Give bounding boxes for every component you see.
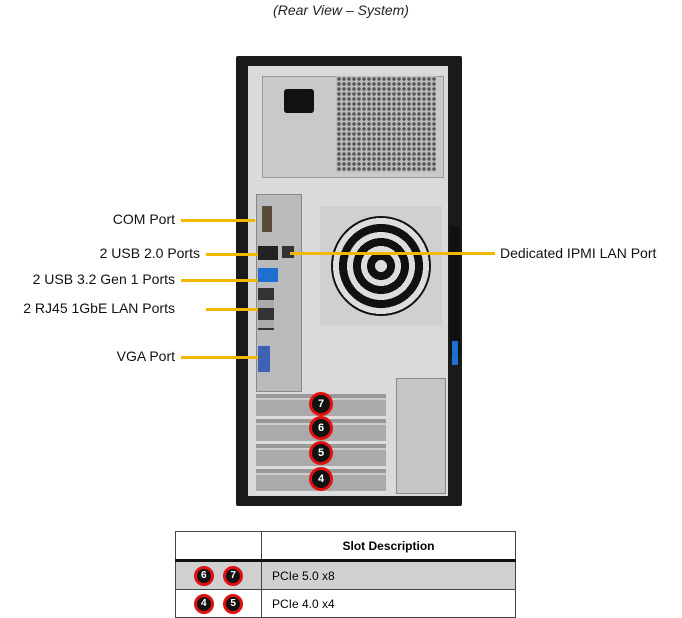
usb3-line	[181, 279, 258, 282]
slot-5-badge: 5	[309, 441, 333, 465]
usb2-line	[206, 253, 258, 256]
psu-vent-grille	[336, 76, 436, 172]
slot-6-badge: 6	[309, 416, 333, 440]
header-empty-cell	[175, 531, 262, 561]
vga-port-connector	[258, 346, 270, 372]
ipmi-line	[290, 252, 495, 255]
usb3-ports	[258, 268, 278, 282]
side-handle	[450, 226, 460, 356]
vga-port-label: VGA Port	[116, 348, 175, 364]
usb3-label: 2 USB 3.2 Gen 1 Ports	[32, 271, 175, 287]
slot-badge: 7	[223, 565, 244, 586]
expansion-cover	[396, 378, 446, 494]
com-port-label: COM Port	[112, 211, 175, 227]
ipmi-lan-port	[282, 246, 294, 258]
slot-description-table: Slot Description 6 7 PCIe 5.0 x8 4 5 PCI…	[175, 531, 516, 618]
vga-port-line	[181, 356, 258, 359]
blue-latch	[452, 341, 458, 365]
figure-caption: (Rear View – System)	[273, 2, 409, 18]
slot-desc: PCIe 4.0 x4	[261, 589, 516, 618]
power-inlet-icon	[284, 89, 314, 113]
slot-description-header: Slot Description	[261, 531, 516, 561]
usb2-label: 2 USB 2.0 Ports	[99, 245, 200, 261]
lan-ports	[258, 288, 274, 330]
fan-grille	[320, 206, 442, 326]
fan-icon	[331, 216, 431, 316]
lan-ports-label: 2 RJ45 1GbE LAN Ports	[23, 300, 175, 316]
slot-4-badge: 4	[309, 467, 333, 491]
lan-ports-line	[206, 308, 258, 311]
com-port-line	[181, 219, 255, 222]
com-port-connector	[262, 206, 272, 232]
table-row: 6 7 PCIe 5.0 x8	[175, 560, 516, 590]
ipmi-label: Dedicated IPMI LAN Port	[500, 245, 657, 261]
slot-badge: 6	[193, 565, 214, 586]
table-row: 4 5 PCIe 4.0 x4	[175, 589, 516, 618]
server-rear-chassis	[236, 56, 462, 506]
table-header-row: Slot Description	[175, 531, 516, 561]
slot-desc: PCIe 5.0 x8	[261, 560, 516, 590]
slot-badge: 4	[193, 593, 214, 614]
slot-badge: 5	[223, 593, 244, 614]
usb2-ports	[258, 246, 278, 260]
slot-7-badge: 7	[309, 392, 333, 416]
